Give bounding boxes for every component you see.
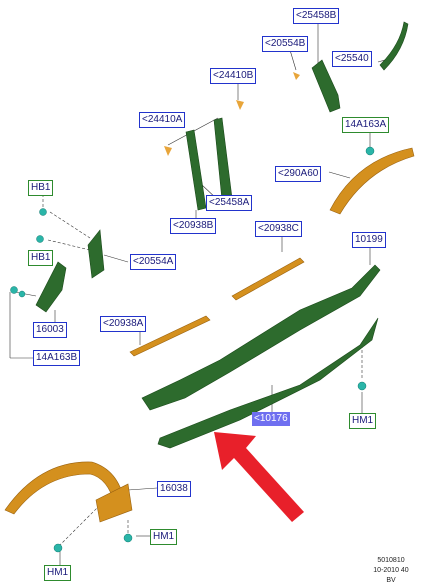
fastener-hm1-left xyxy=(53,543,63,553)
callout-hb1-upper[interactable]: HB1 xyxy=(28,180,54,196)
callout-24410a[interactable]: <24410A xyxy=(139,112,186,128)
fastener-14a163a xyxy=(365,146,375,156)
diagram-initials: BV xyxy=(386,577,396,584)
callout-16038[interactable]: 16038 xyxy=(157,481,191,497)
callout-25458a[interactable]: <25458A xyxy=(206,195,253,211)
callout-hm1-right[interactable]: HM1 xyxy=(349,413,377,429)
pillar-trim-upper-right xyxy=(311,59,341,113)
fastener-hb1-lower xyxy=(36,235,44,243)
roof-rail-trim xyxy=(379,21,409,71)
callout-20938c[interactable]: <20938C xyxy=(255,221,302,237)
orange-trim-parts xyxy=(4,147,415,523)
fastener-hb1-upper xyxy=(39,208,47,216)
callout-14a163a[interactable]: 14A163A xyxy=(342,117,390,133)
callout-10176-highlighted[interactable]: <10176 xyxy=(252,412,290,426)
callout-hm1-mid[interactable]: HM1 xyxy=(150,529,178,545)
callout-16003[interactable]: 16003 xyxy=(33,322,67,338)
callout-20938b[interactable]: <20938B xyxy=(170,218,217,234)
callout-20554a[interactable]: <20554A xyxy=(130,254,177,270)
callout-25540[interactable]: <25540 xyxy=(332,51,372,67)
a-pillar-trim xyxy=(185,129,207,211)
fasteners xyxy=(10,146,375,553)
clip-b-pillar xyxy=(236,100,244,110)
diagram-date: 10-2010 40 xyxy=(373,567,409,574)
b-pillar-trim xyxy=(213,117,233,201)
sill-strip-center xyxy=(231,257,305,301)
fastener-14a163b-b xyxy=(18,290,26,298)
callout-24410b[interactable]: <24410B xyxy=(210,68,257,84)
splash-shield xyxy=(95,483,133,523)
clips xyxy=(164,72,300,156)
wheel-arch-moulding-rear xyxy=(329,147,415,215)
callout-25458b[interactable]: <25458B xyxy=(293,8,340,24)
clip-a-pillar xyxy=(164,146,172,156)
callout-20554b[interactable]: <20554B xyxy=(262,36,309,52)
leader-lines xyxy=(9,22,393,565)
clip-upper xyxy=(293,72,300,80)
fastener-hm1-mid xyxy=(123,533,133,543)
callout-290a60[interactable]: <290A60 xyxy=(275,166,322,182)
diagram-code: 5010810 xyxy=(377,557,405,564)
red-pointer-arrow xyxy=(214,432,304,522)
callout-14a163b[interactable]: 14A163B xyxy=(33,350,81,366)
callout-10199[interactable]: 10199 xyxy=(352,232,386,248)
callout-hb1-lower[interactable]: HB1 xyxy=(28,250,54,266)
sill-strip-front xyxy=(129,315,211,357)
green-trim-parts xyxy=(35,21,409,449)
fastener-14a163b-a xyxy=(10,286,18,294)
callout-20938a[interactable]: <20938A xyxy=(100,316,147,332)
callout-hm1-left[interactable]: HM1 xyxy=(44,565,72,581)
quarter-trim-upper xyxy=(87,229,105,279)
scuff-plate-upper xyxy=(141,264,381,411)
rocker-panel-moulding xyxy=(157,317,379,449)
quarter-trim-lower xyxy=(35,261,67,313)
fastener-hm1-right xyxy=(357,381,367,391)
